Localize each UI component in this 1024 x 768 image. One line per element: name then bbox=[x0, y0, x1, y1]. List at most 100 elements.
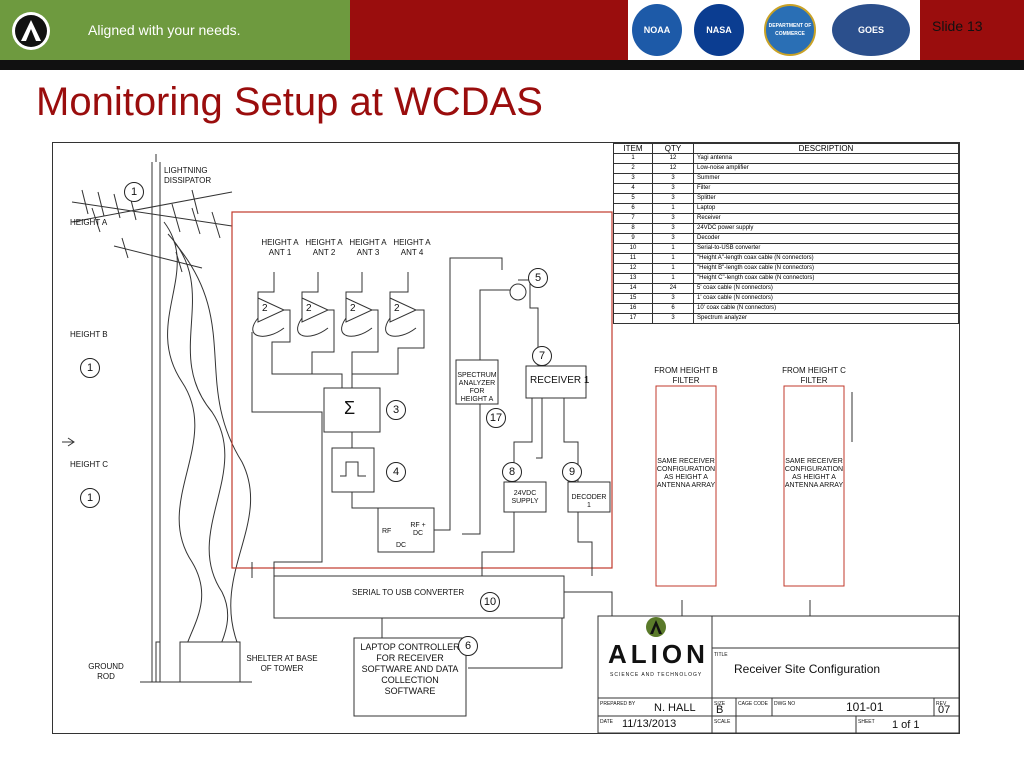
item-description: "Height C"-length coax cable (N connecto… bbox=[693, 273, 959, 284]
item-number: 8 bbox=[613, 223, 653, 234]
item-number: 6 bbox=[613, 203, 653, 214]
scale-label: SCALE bbox=[714, 719, 731, 725]
height-c-box bbox=[783, 385, 845, 587]
sheet-value: 1 of 1 bbox=[892, 719, 920, 731]
item-number: 16 bbox=[613, 303, 653, 314]
dwg-no-label: DWG NO bbox=[774, 701, 796, 707]
shelter-label: SHELTER AT BASE OF TOWER bbox=[246, 654, 318, 673]
item-description: 1' coax cable (N connectors) bbox=[693, 293, 959, 304]
item-number: 15 bbox=[613, 293, 653, 304]
item-description: Splitter bbox=[693, 193, 959, 204]
item-number: 5 bbox=[613, 193, 653, 204]
item-number: 2 bbox=[613, 163, 653, 174]
item-description: Serial-to-USB converter bbox=[693, 243, 959, 254]
lna-gain-label: 2 bbox=[262, 303, 268, 314]
item-description: Filter bbox=[693, 183, 959, 194]
item-quantity: 1 bbox=[652, 243, 694, 254]
prepared-by-label: PREPARED BY bbox=[600, 701, 636, 707]
callout-marker: 9 bbox=[562, 462, 582, 482]
item-description: 5' coax cable (N connectors) bbox=[693, 283, 959, 294]
goes-logo-icon: GOES bbox=[832, 4, 910, 56]
shelter-box bbox=[179, 641, 241, 683]
lna-gain-label: 2 bbox=[306, 303, 312, 314]
alion-emblem-icon bbox=[644, 616, 668, 641]
callout-marker: 1 bbox=[124, 182, 144, 202]
serial-converter-box bbox=[273, 575, 565, 619]
laptop-label: LAPTOP CONTROLLER FOR RECEIVER SOFTWARE … bbox=[360, 642, 460, 696]
nasa-logo-icon: NASA bbox=[694, 4, 744, 56]
summer-symbol: Σ bbox=[344, 398, 356, 418]
item-quantity: 3 bbox=[652, 293, 694, 304]
item-description: Receiver bbox=[693, 213, 959, 224]
item-number: 11 bbox=[613, 253, 653, 264]
callout-marker: 6 bbox=[458, 636, 478, 656]
antenna-label: HEIGHT A ANT 3 bbox=[349, 238, 387, 257]
power-supply-label: 24VDC SUPPLY bbox=[511, 490, 539, 505]
item-number: 7 bbox=[613, 213, 653, 224]
item-description: Low-noise amplifier bbox=[693, 163, 959, 174]
callout-marker: 3 bbox=[386, 400, 406, 420]
item-number: 10 bbox=[613, 243, 653, 254]
callout-marker: 7 bbox=[532, 346, 552, 366]
header-divider bbox=[0, 60, 1024, 70]
item-quantity: 24 bbox=[652, 283, 694, 294]
splitter bbox=[509, 283, 527, 301]
item-quantity: 1 bbox=[652, 203, 694, 214]
company-name: ALION bbox=[608, 639, 709, 669]
item-description: "Height A"-length coax cable (N connecto… bbox=[693, 253, 959, 264]
height-c-label: HEIGHT C bbox=[70, 460, 109, 469]
filter-box bbox=[331, 447, 375, 493]
height-b-label: HEIGHT B bbox=[70, 330, 108, 339]
item-number: 13 bbox=[613, 273, 653, 284]
slide-number: Slide 13 bbox=[932, 18, 983, 34]
receiver-box bbox=[525, 365, 587, 399]
prepared-by-value: N. HALL bbox=[654, 702, 696, 714]
item-description: Yagi antenna bbox=[693, 153, 959, 164]
same-config-label: SAME RECEIVER CONFIGURATION AS HEIGHT A … bbox=[656, 458, 716, 489]
item-number: 14 bbox=[613, 283, 653, 294]
lna-gain-label: 2 bbox=[350, 303, 356, 314]
diagram-drawing bbox=[52, 142, 960, 734]
item-quantity: 12 bbox=[652, 163, 694, 174]
from-height-c-label: FROM HEIGHT C FILTER bbox=[782, 366, 846, 385]
noaa-logo-icon: NOAA bbox=[632, 4, 682, 56]
item-number: 12 bbox=[613, 263, 653, 274]
ground-rod-label: GROUND ROD bbox=[88, 662, 124, 681]
decoder-label: DECODER 1 bbox=[571, 494, 607, 509]
date-label: DATE bbox=[600, 719, 613, 725]
item-quantity: 6 bbox=[652, 303, 694, 314]
rf-dc-label: RF + DC bbox=[410, 522, 426, 537]
item-description: Summer bbox=[693, 173, 959, 184]
item-description: 10' coax cable (N connectors) bbox=[693, 303, 959, 314]
rev-value: 07 bbox=[938, 704, 951, 716]
title-field-label: TITLE bbox=[714, 652, 728, 658]
item-quantity: 3 bbox=[652, 313, 694, 324]
tagline: Aligned with your needs. bbox=[88, 22, 241, 38]
item-quantity: 1 bbox=[652, 273, 694, 284]
header-brand-bar bbox=[0, 0, 350, 60]
page-title: Monitoring Setup at WCDAS bbox=[36, 80, 543, 124]
lightning-dissipator-label: LIGHTNING DISSIPATOR bbox=[164, 166, 212, 185]
height-a-label: HEIGHT A bbox=[70, 218, 108, 227]
tower bbox=[71, 154, 252, 683]
dwg-no-value: 101-01 bbox=[846, 700, 884, 714]
receiver-label: RECEIVER 1 bbox=[530, 375, 590, 386]
decoder-box bbox=[567, 481, 611, 513]
commerce-seal-icon: DEPARTMENT OF COMMERCE bbox=[764, 4, 816, 56]
item-quantity: 3 bbox=[652, 233, 694, 244]
bias-tee-box bbox=[377, 507, 435, 553]
antenna-label: HEIGHT A ANT 2 bbox=[305, 238, 343, 257]
spectrum-analyzer-box bbox=[455, 359, 499, 405]
item-description: "Height B"-length coax cable (N connecto… bbox=[693, 263, 959, 274]
item-quantity: 3 bbox=[652, 173, 694, 184]
item-quantity: 3 bbox=[652, 193, 694, 204]
